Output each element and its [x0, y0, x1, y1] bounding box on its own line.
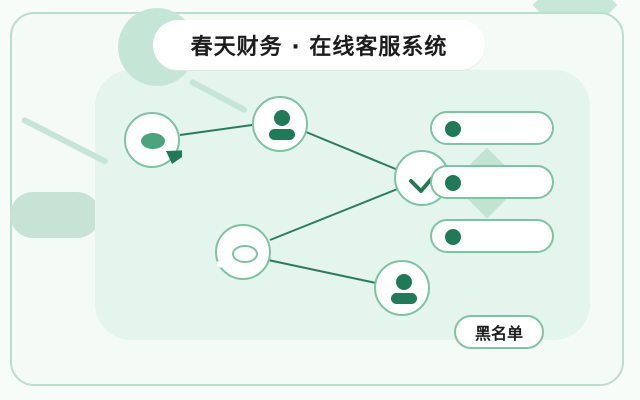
chat-bubble-icon: [141, 133, 182, 164]
agent-node-bottom[interactable]: [374, 260, 430, 316]
title-banner: 春天财务 · 在线客服系统: [153, 20, 485, 70]
user-icon: [391, 274, 417, 304]
edge-hub-to-chat-bottom: [269, 187, 401, 241]
edge-chat-to-agent-top: [179, 124, 253, 136]
list-item[interactable]: [430, 165, 554, 199]
status-dot: [445, 229, 461, 245]
user-icon: [269, 110, 295, 140]
chat-bubble-outline-icon: [217, 245, 258, 268]
decorative-pill-left: [10, 192, 100, 238]
status-dot: [445, 121, 461, 137]
agent-node-top[interactable]: [252, 96, 308, 152]
chat-node-bottom[interactable]: [215, 224, 271, 280]
blacklist-button[interactable]: 黑名单: [454, 315, 544, 349]
list-item[interactable]: [430, 219, 554, 253]
list-item[interactable]: [430, 111, 554, 145]
chat-node-top[interactable]: [124, 112, 182, 168]
status-dot: [445, 175, 461, 191]
edge-agent-top-to-hub: [305, 131, 399, 171]
page-title: 春天财务 · 在线客服系统: [190, 35, 448, 60]
edge-chat-bottom-to-agent-bottom: [267, 259, 377, 284]
